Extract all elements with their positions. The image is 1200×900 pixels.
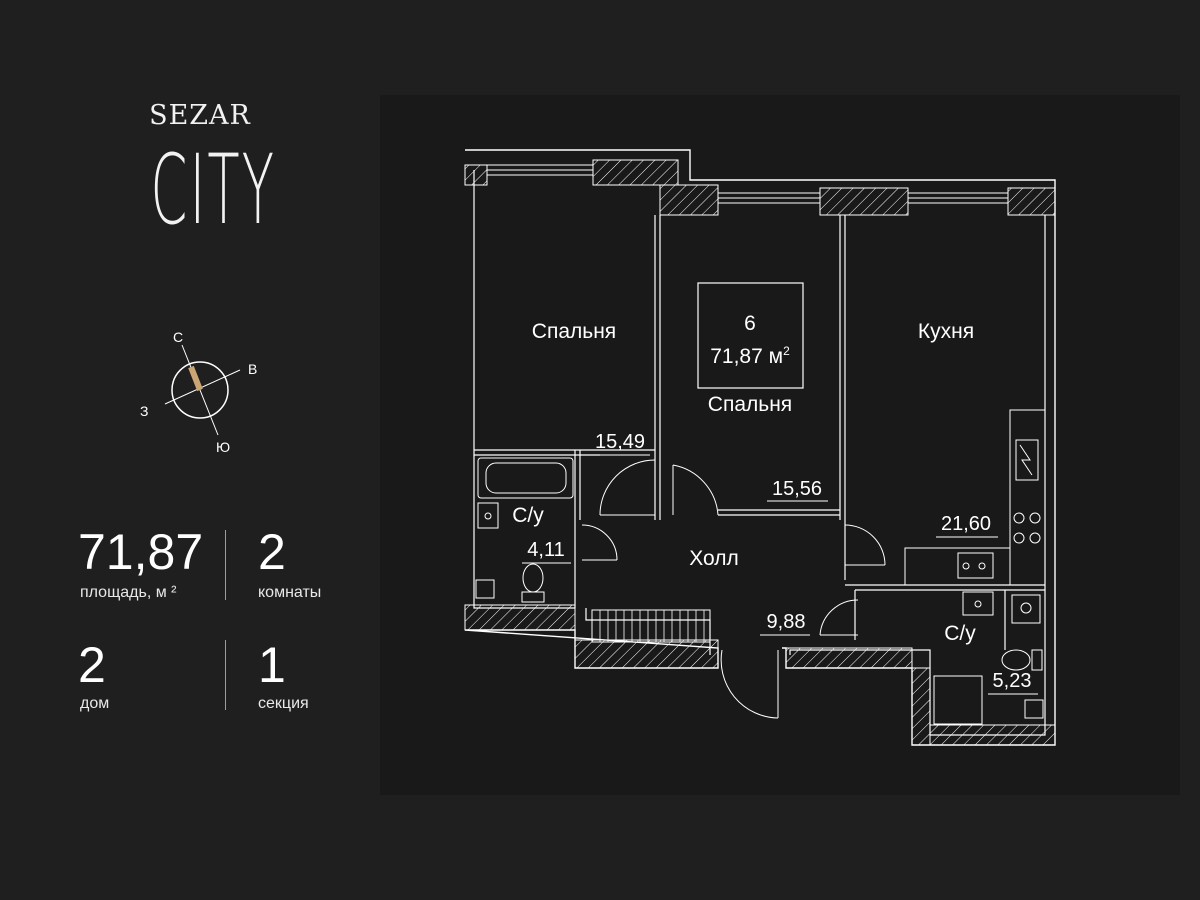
- door-swing: [581, 459, 886, 719]
- inner-wall-outline: [473, 170, 1046, 736]
- unit-number: 6: [744, 312, 756, 335]
- wall-hatch: [659, 184, 719, 216]
- bathtub-icon: [477, 457, 574, 499]
- wall-hatch: [929, 724, 1056, 746]
- compass-north-label: С: [173, 329, 183, 345]
- building-label: дом: [80, 695, 110, 712]
- storage-shelf-lines: [599, 610, 705, 642]
- wall-hatch: [1007, 187, 1056, 216]
- compass-south-label: Ю: [216, 439, 230, 455]
- wall-hatch: [819, 187, 909, 216]
- room-area: 5,23: [993, 670, 1032, 692]
- sink-icon: [477, 502, 499, 529]
- building-value: 2: [78, 637, 106, 693]
- room-name: Спальня: [532, 320, 616, 343]
- unit-area-value: 71,87 м: [710, 345, 783, 368]
- bathroom2-fixtures: [933, 591, 1044, 725]
- shower-tray-icon: [475, 579, 495, 599]
- room-area: 4,11: [527, 539, 564, 561]
- room-area: 9,88: [767, 611, 806, 633]
- room-name: Холл: [689, 547, 739, 570]
- stats-divider-bottom: [225, 640, 226, 710]
- unit-area-sup: 2: [783, 344, 790, 358]
- rooms-label: комнаты: [258, 584, 322, 601]
- wall-hatch: [785, 647, 913, 669]
- brand-logo-line1: SEZAR: [149, 100, 251, 131]
- outer-wall: [464, 149, 1056, 746]
- compass-east-label: В: [248, 361, 257, 377]
- compass-icon: С В З Ю: [140, 329, 257, 455]
- section-value: 1: [258, 637, 286, 693]
- room-name: С/у: [512, 504, 544, 527]
- unit-badge: [697, 282, 804, 389]
- kitchen-cabinet: [904, 409, 1046, 586]
- brand-logo-line2: CITY: [150, 134, 277, 246]
- wall-hatch: [464, 604, 576, 631]
- section-label: секция: [258, 695, 309, 712]
- floor-plan: 6 71,87 м2 Спальня 15,49 Спальня 15,56 К…: [464, 149, 1056, 746]
- unit-area: 71,87 м2: [710, 344, 790, 368]
- room-area: 21,60: [941, 513, 991, 535]
- wall-hatch: [464, 164, 488, 186]
- area-label: площадь, м ²: [80, 584, 177, 601]
- area-value: 71,87: [78, 524, 204, 580]
- room-area: 15,49: [595, 431, 645, 453]
- room-name: Спальня: [708, 393, 792, 416]
- wall-hatch: [574, 639, 719, 669]
- room-name: С/у: [944, 622, 976, 645]
- wall-hatch: [592, 159, 679, 186]
- toilet-icon: [521, 563, 545, 603]
- window: [486, 164, 1009, 204]
- rooms-value: 2: [258, 524, 286, 580]
- room-area: 15,56: [772, 478, 822, 500]
- room-name: Кухня: [918, 320, 974, 343]
- wall-hatch: [911, 667, 931, 746]
- compass-west-label: З: [140, 403, 148, 419]
- storage-shelf: [591, 609, 711, 643]
- stats-divider-top: [225, 530, 226, 600]
